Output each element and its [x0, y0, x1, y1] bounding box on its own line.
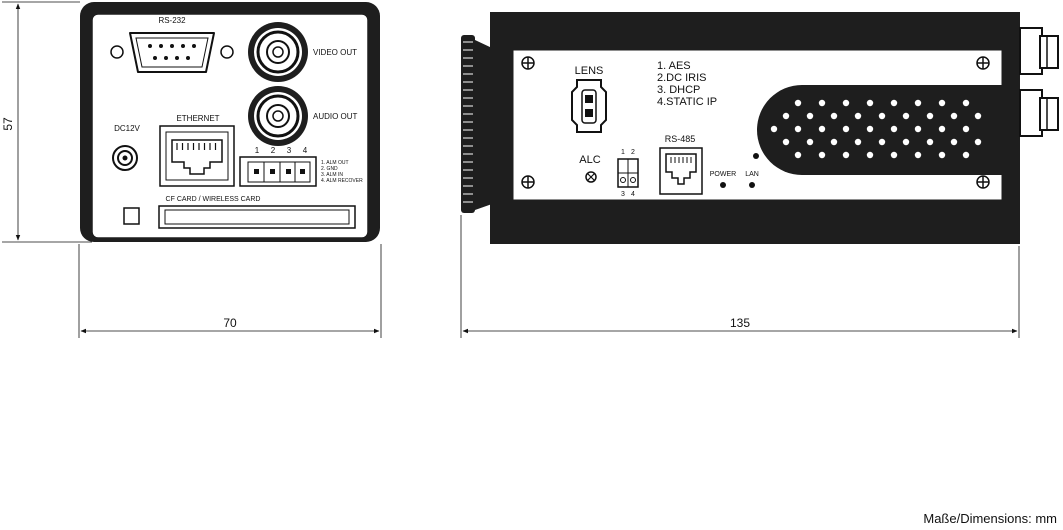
rs232-label: RS-232 [158, 16, 186, 25]
terminal-legend-2: 2. GND [321, 166, 338, 172]
lan-led-label: LAN [745, 171, 759, 178]
lens-mode-1: 1. AES [657, 60, 691, 72]
dip-number-3: 3 [621, 191, 625, 198]
dip-number-4: 4 [631, 191, 635, 198]
height-dimension-label: 57 [1, 117, 15, 131]
video-out-bnc: VIDEO OUT [248, 22, 357, 82]
card-slot: CF CARD / WIRELESS CARD [123, 196, 356, 229]
terminal-legend-1: 1. ALM OUT [321, 160, 349, 166]
side-length-label: 135 [730, 316, 750, 330]
terminal-number-1: 1 [255, 146, 260, 155]
panel-screws [521, 56, 990, 189]
lens-connector: LENS [571, 65, 607, 133]
side-length-dimension: 135 [460, 215, 1020, 338]
power-led [720, 182, 726, 188]
lens-mode-2: 2.DC IRIS [657, 72, 707, 84]
audio-out-label: AUDIO OUT [313, 112, 358, 121]
lens-adapter [475, 40, 492, 210]
card-slot-label: CF CARD / WIRELESS CARD [166, 196, 261, 203]
video-out-label: VIDEO OUT [313, 48, 357, 57]
lens-focus-ring [461, 35, 475, 213]
power-led-label: POWER [710, 171, 736, 178]
rs485-label: RS-485 [665, 134, 696, 144]
rs232-connector: RS-232 [110, 16, 234, 73]
lens-mode-list: 1. AES 2.DC IRIS 3. DHCP 4.STATIC IP [657, 60, 717, 108]
ventilation-grille [757, 85, 1002, 175]
ethernet-port: ETHERNET [159, 114, 235, 187]
rear-width-dimension: 70 [78, 244, 382, 338]
dip-switch: 1 2 3 4 [617, 149, 639, 198]
terminal-number-4: 4 [303, 146, 308, 155]
side-view: LENS 1. AES 2.DC IRIS 3. DHCP 4.STATIC I… [461, 12, 1059, 244]
alc-control: ALC [579, 154, 601, 183]
audio-out-bnc: AUDIO OUT [248, 86, 358, 146]
dc12v-label: DC12V [114, 124, 140, 133]
ethernet-label: ETHERNET [176, 114, 219, 123]
terminal-number-2: 2 [271, 146, 276, 155]
terminal-legend-4: 4. ALM RECOVER [321, 178, 363, 184]
terminal-legend-3: 3. ALM IN [321, 172, 343, 178]
terminal-number-3: 3 [287, 146, 292, 155]
units-note: Maße/Dimensions: mm [923, 511, 1057, 526]
rear-view: RS-232 VIDEO OUT AUDIO OUT [80, 2, 380, 242]
height-dimension: 57 [1, 1, 92, 243]
dip-number-2: 2 [631, 149, 635, 156]
dip-number-1: 1 [621, 149, 625, 156]
lens-label: LENS [575, 65, 604, 77]
status-leds: POWER LAN [710, 153, 759, 188]
alc-label: ALC [579, 154, 600, 166]
rear-width-label: 70 [223, 316, 237, 330]
rs485-port: RS-485 [659, 134, 703, 195]
lan-led [749, 182, 755, 188]
lens-mode-3: 3. DHCP [657, 84, 700, 96]
side-bnc-connectors [1019, 27, 1059, 137]
lens-mode-4: 4.STATIC IP [657, 96, 717, 108]
dc12v-jack: DC12V [112, 124, 141, 171]
alarm-terminal-block: 1 2 3 4 1. ALM OUT 2. GND 3. ALM IN 4. A… [239, 146, 363, 187]
